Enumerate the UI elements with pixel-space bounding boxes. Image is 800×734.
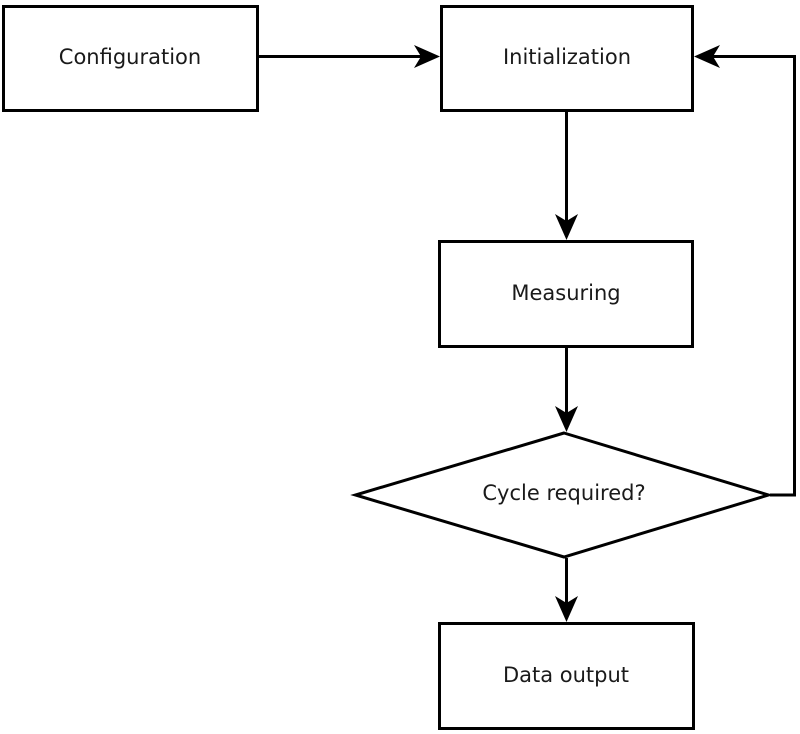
node-cycle-required[interactable]: Cycle required?: [350, 431, 774, 559]
node-shape-rectangle: [438, 622, 695, 730]
node-data-output[interactable]: Data output: [438, 622, 695, 730]
arrow-head-right-icon: [414, 45, 440, 68]
node-label-measuring: Measuring: [511, 281, 620, 305]
arrow-head-left-icon: [694, 45, 720, 68]
edge-configuration-to-initialization: [259, 45, 440, 68]
node-label-cycle-required: Cycle required?: [482, 481, 645, 505]
node-shape-rectangle: [2, 5, 259, 112]
arrow-head-down-icon: [555, 596, 578, 622]
node-shape-rectangle: [440, 5, 694, 112]
node-label-initialization: Initialization: [503, 45, 631, 69]
edge-line: [706, 55, 796, 497]
edge-cycle-required-to-data-output: [555, 558, 578, 622]
node-measuring[interactable]: Measuring: [438, 240, 694, 348]
node-configuration[interactable]: Configuration: [2, 5, 259, 112]
node-shape-rectangle: [438, 240, 694, 348]
node-label-configuration: Configuration: [59, 45, 201, 69]
edge-initialization-to-measuring: [555, 112, 578, 240]
arrow-head-down-icon: [555, 406, 578, 432]
edge-cycle-required-to-initialization-feedback: [694, 45, 796, 497]
edge-measuring-to-cycle-required: [555, 348, 578, 432]
node-initialization[interactable]: Initialization: [440, 5, 694, 112]
node-shape-diamond: [350, 431, 774, 559]
node-label-data-output: Data output: [503, 663, 629, 687]
arrow-head-down-icon: [555, 214, 578, 240]
